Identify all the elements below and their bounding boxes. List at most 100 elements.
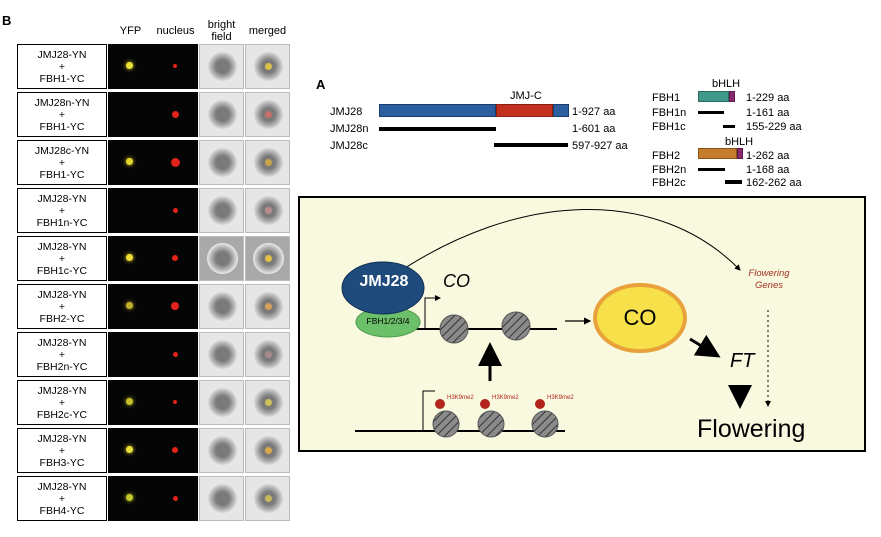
protoplast (207, 99, 238, 130)
row-label-line2: FBH4-YC (39, 504, 85, 517)
h3k9me2-label: H3K9me2 (547, 395, 574, 401)
jmjc-domain-label: JMJ-C (510, 90, 542, 102)
jmj28-text: JMJ28 (359, 273, 409, 290)
row-label-line1: JMJ28-YN (37, 384, 87, 397)
bright-field-image (199, 284, 244, 329)
fbh2c-range: 162-262 aa (746, 177, 802, 189)
nucleosome (501, 311, 531, 341)
nucleus-image (153, 380, 198, 425)
protoplast (207, 387, 238, 418)
merged-signal (265, 111, 272, 118)
nucleus-signal (172, 255, 178, 261)
model-diagram: JMJ28 FBH1/2/3/4 CO CO FT Flowering Gene… (298, 196, 866, 452)
merged-image (245, 332, 290, 377)
nucleus-signal (171, 302, 179, 310)
merged-image (245, 380, 290, 425)
protoplast (207, 339, 238, 370)
merged-signal (265, 303, 272, 310)
fbh2n-range: 1-168 aa (746, 164, 790, 176)
h3k9me2-label: H3K9me2 (447, 395, 474, 401)
merged-image (245, 188, 290, 233)
methyl-mark (535, 399, 545, 409)
protoplast (207, 435, 238, 466)
nucleosome (432, 410, 460, 438)
nucleus-image (153, 92, 198, 137)
panel-b-letter: B (2, 13, 12, 28)
merged-signal (265, 495, 272, 502)
protoplast (207, 147, 238, 178)
curved-arrow-to-flowering-genes (389, 209, 741, 279)
fbh1-range: 1-229 aa (746, 92, 790, 104)
merged-image (245, 476, 290, 521)
flowering-genes-line1: Flowering (748, 268, 790, 279)
row-label-line2: FBH1-YC (39, 72, 85, 85)
jmjc-domain-bar (496, 104, 553, 117)
row-label-plus: + (58, 252, 66, 265)
jmj28c-bar (494, 143, 568, 147)
fbh2n-bar (698, 168, 725, 171)
merged-image (245, 140, 290, 185)
h3k9me2-label: H3K9me2 (492, 395, 519, 401)
bright-field-image (199, 428, 244, 473)
methyl-mark (480, 399, 490, 409)
merged-signal (265, 447, 272, 454)
nucleosome (439, 314, 469, 344)
row-label-line1: JMJ28-YN (37, 480, 87, 493)
nucleus-signal (170, 157, 180, 167)
row-label-line1: JMJ28-YN (37, 192, 87, 205)
jmj28c-label: JMJ28c (330, 140, 368, 152)
row-label-line2: FBH1c-YC (36, 264, 88, 277)
row-label-line1: JMJ28-YN (37, 288, 87, 301)
fbh2-bhlh-label: bHLH (725, 136, 754, 148)
bright-field-image (199, 188, 244, 233)
fbh2-range: 1-262 aa (746, 150, 790, 162)
bright-field-image (199, 476, 244, 521)
bright-field-image (199, 332, 244, 377)
nucleus-signal (172, 351, 178, 357)
nucleus-image (153, 236, 198, 281)
protoplast (207, 243, 238, 274)
nucleus-image (153, 188, 198, 233)
row-label-line2: FBH2c-YC (36, 408, 88, 421)
nucleus-signal (171, 110, 179, 118)
flowering-text: Flowering (697, 415, 806, 443)
fbh1c-bar (723, 125, 735, 128)
row-label: JMJ28-YN+FBH1c-YC (17, 236, 107, 281)
column-header: nucleus (156, 25, 195, 37)
merged-image (245, 284, 290, 329)
fbh2n-label: FBH2n (652, 164, 687, 176)
fbh1n-bar (698, 111, 724, 114)
bright-field-image (199, 236, 244, 281)
merged-image (245, 44, 290, 89)
row-label-line2: FBH1n-YC (36, 216, 88, 229)
merged-image (245, 92, 290, 137)
row-label-line2: FBH1-YC (39, 168, 85, 181)
lower-promoter-mark (422, 390, 435, 431)
yfp-signal (126, 62, 133, 69)
bright-field-image (199, 44, 244, 89)
co-protein-circle (593, 283, 687, 353)
column-header: merged (248, 25, 287, 37)
row-label-line1: JMJ28c-YN (34, 144, 90, 157)
row-label-line2: FBH2-YC (39, 312, 85, 325)
yfp-image (108, 428, 153, 473)
fbh2c-bar (725, 180, 742, 184)
merged-signal (265, 207, 272, 214)
nucleus-signal (172, 447, 178, 453)
yfp-signal (126, 494, 133, 501)
row-label: JMJ28-YN+FBH1n-YC (17, 188, 107, 233)
nucleus-signal (172, 495, 178, 501)
protoplast (207, 291, 238, 322)
protoplast (207, 51, 238, 82)
fbh1c-range: 155-229 aa (746, 121, 802, 133)
column-header: YFP (119, 25, 142, 37)
column-header: bright field (207, 19, 236, 43)
row-label-plus: + (58, 396, 66, 409)
methyl-mark (435, 399, 445, 409)
nucleus-image (153, 476, 198, 521)
fbh2c-label: FBH2c (652, 177, 686, 189)
fbh1-bhlh-label: bHLH (712, 78, 741, 90)
arrow-co-to-ft (689, 334, 721, 358)
ft-text: FT (730, 350, 755, 372)
row-label: JMJ28n-YN+FBH1-YC (17, 92, 107, 137)
